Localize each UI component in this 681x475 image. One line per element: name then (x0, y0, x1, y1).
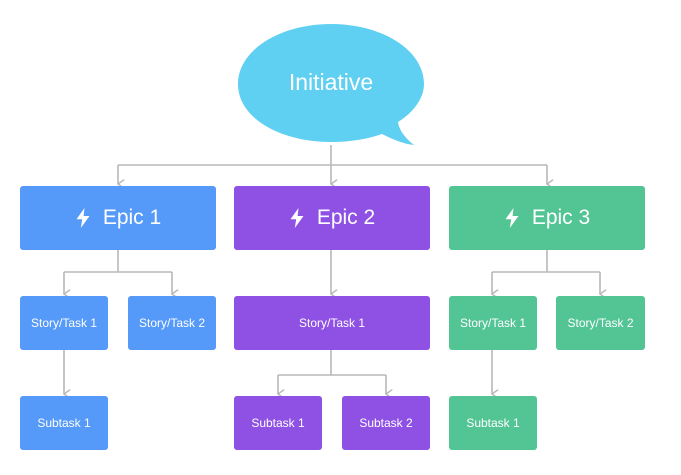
epic-3-card[interactable]: Epic 3 (449, 186, 645, 250)
subtask-label: Subtask 2 (359, 416, 413, 430)
story-label: Story/Task 1 (30, 316, 98, 330)
subtask-label: Subtask 1 (251, 416, 305, 430)
initiative-bubble (238, 24, 424, 145)
subtask-label: Subtask 1 (37, 416, 91, 430)
subtask-label: Subtask 1 (466, 416, 520, 430)
epic-2-subtask-1-card[interactable]: Subtask 1 (234, 396, 322, 450)
epic-3-label: Epic 3 (531, 206, 591, 229)
epic-1-label: Epic 1 (102, 206, 162, 229)
story-label: Story/Task 2 (567, 316, 634, 330)
epic-3-story-1-card[interactable]: Story/Task 1 (449, 296, 537, 350)
epic-3-story-2-card[interactable]: Story/Task 2 (556, 296, 645, 350)
story-label: Story/Task 1 (459, 316, 527, 330)
story-label: Story/Task 2 (138, 316, 206, 330)
epic-2-label: Epic 2 (316, 206, 376, 229)
epic-2-card[interactable]: Epic 2 (234, 186, 430, 250)
epic-1-story-2-card[interactable]: Story/Task 2 (128, 296, 216, 350)
story-label: Story/Task 1 (298, 316, 366, 330)
epic-2-story-1-card[interactable]: Story/Task 1 (234, 296, 430, 350)
epic-1-story-1-card[interactable]: Story/Task 1 (20, 296, 108, 350)
epic-1-subtask-1-card[interactable]: Subtask 1 (20, 396, 108, 450)
initiative-label: Initiative (288, 68, 374, 95)
lightning-bolt-icon (505, 208, 519, 228)
lightning-bolt-icon (290, 208, 304, 228)
epic-2-subtask-2-card[interactable]: Subtask 2 (342, 396, 430, 450)
lightning-bolt-icon (76, 208, 90, 228)
epic-3-subtask-1-card[interactable]: Subtask 1 (449, 396, 537, 450)
epic-1-card[interactable]: Epic 1 (20, 186, 216, 250)
